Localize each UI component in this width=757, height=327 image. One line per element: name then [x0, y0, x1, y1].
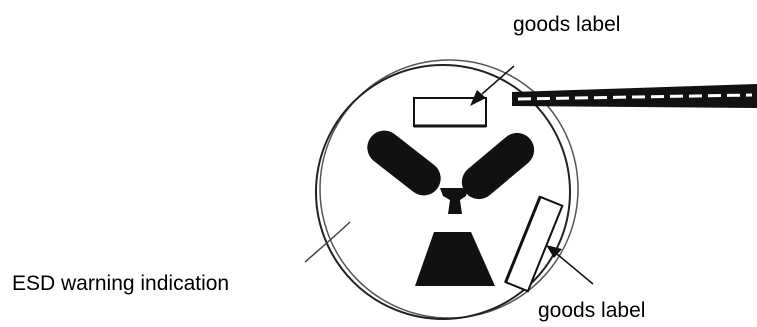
goods-label-side-box [506, 197, 563, 291]
goods-label-bottom-leader [557, 254, 593, 284]
goods-label-top: goods label [513, 14, 620, 35]
esd-leader-line [305, 222, 350, 262]
carrier-tape [512, 84, 757, 108]
reel-hub [440, 188, 468, 214]
esd-warning-label: ESD warning indication [12, 273, 229, 294]
goods-label-bottom: goods label [538, 300, 645, 321]
